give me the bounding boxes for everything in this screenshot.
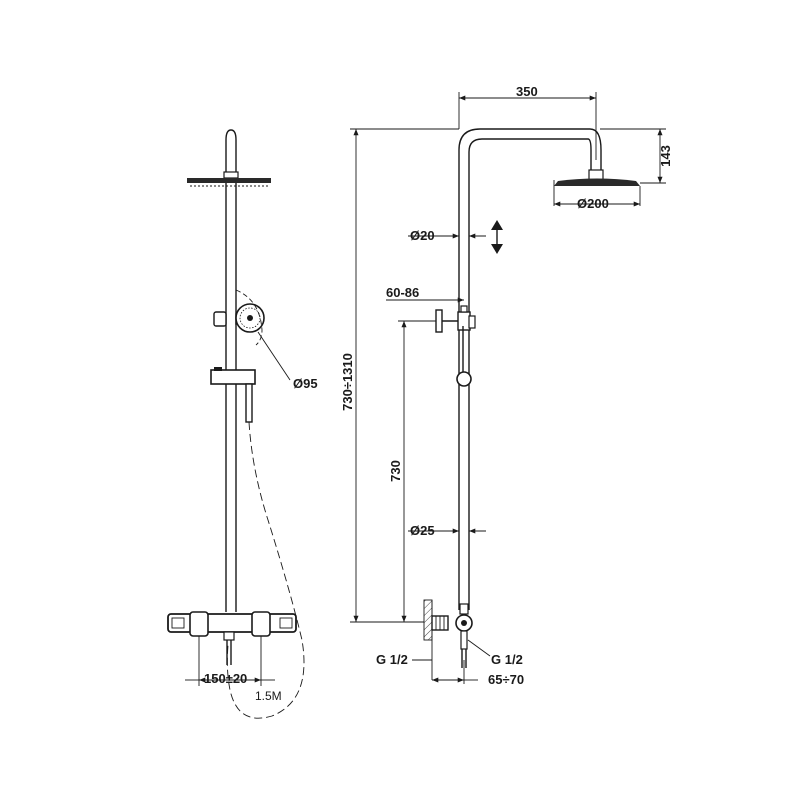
hand-shower-holder [213,311,227,327]
head-height-label: 143 [658,145,673,167]
inlet-right-label: G 1/2 [491,652,523,667]
wall-section [423,599,433,641]
overhead-shower-head [187,178,271,183]
side-valve-body [431,603,473,668]
side-riser-and-arm [458,128,602,610]
upper-pipe-diameter-label: Ø20 [410,228,435,243]
adjustable-height-icon [491,220,503,254]
arm-nut [223,171,239,179]
hose [226,421,305,719]
inlet-spacing-label: 150±20 [204,671,247,686]
shower-arm [225,129,237,178]
hose-length-label: 1.5M [255,689,282,703]
hand-shower-head [235,303,265,333]
wall-clearance-label: 60-86 [386,285,419,300]
lower-height-label: 730 [388,460,403,482]
inlet-offset-label: 65÷70 [488,672,524,687]
arm-length-label: 350 [516,84,538,99]
hand-shower-handle [245,383,253,423]
hand-shower-diameter-label: Ø95 [293,376,318,391]
side-view: 350 143 Ø200 Ø20 60-86 [340,84,673,687]
total-height-label: 730÷1310 [340,353,355,411]
inlet-left-label: G 1/2 [376,652,408,667]
lower-pipe-diameter-label: Ø25 [410,523,435,538]
side-slider-knob [456,371,472,387]
front-view: Ø95 150±20 1.5M [167,129,318,719]
head-diameter-label: Ø200 [577,196,609,211]
side-hand-shower [435,305,476,333]
side-overhead-head [554,178,640,186]
slider-bracket [210,369,256,385]
